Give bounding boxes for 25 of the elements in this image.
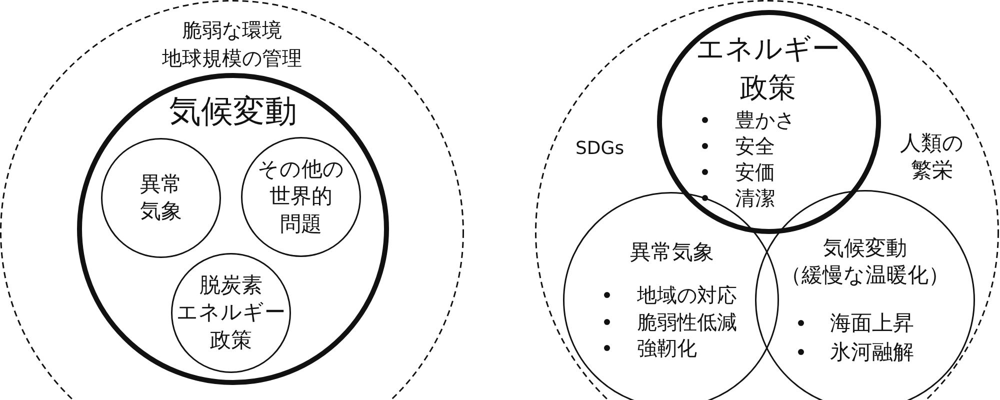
list-item: 海面上昇 <box>830 310 914 336</box>
circle-label: 人類の繁栄 <box>900 130 964 184</box>
list-item: 氷河融解 <box>830 338 914 366</box>
list-item: 清潔 <box>735 185 775 211</box>
circle-label: 脆弱な環境 <box>182 17 282 43</box>
circle-label: 気候変動（緩慢な温暖化） <box>780 234 950 289</box>
circle-label: 異常気象 <box>140 170 182 225</box>
list-item: 安全 <box>735 133 775 159</box>
circle-label: 異常気象 <box>630 238 714 266</box>
circle-label: 脱炭素エネルギー政策 <box>176 272 286 354</box>
list-item: 豊かさ <box>735 107 795 133</box>
circle-heading: 気候変動 <box>169 91 297 132</box>
circle-label: その他の世界的問題 <box>258 156 344 238</box>
list-item: 脆弱性低減 <box>637 309 737 335</box>
circle <box>171 253 291 373</box>
circle <box>77 73 389 385</box>
circle <box>657 10 881 234</box>
circle-label: SDGs <box>576 136 624 160</box>
circle <box>241 137 361 257</box>
list-item: 強靭化 <box>637 335 697 361</box>
list-item: 地域の対応 <box>637 282 737 308</box>
circle-heading: エネルギー政策 <box>696 31 840 106</box>
list-item: 安価 <box>735 159 775 185</box>
circle-label: 地球規模の管理 <box>162 45 302 71</box>
circle <box>101 138 221 258</box>
